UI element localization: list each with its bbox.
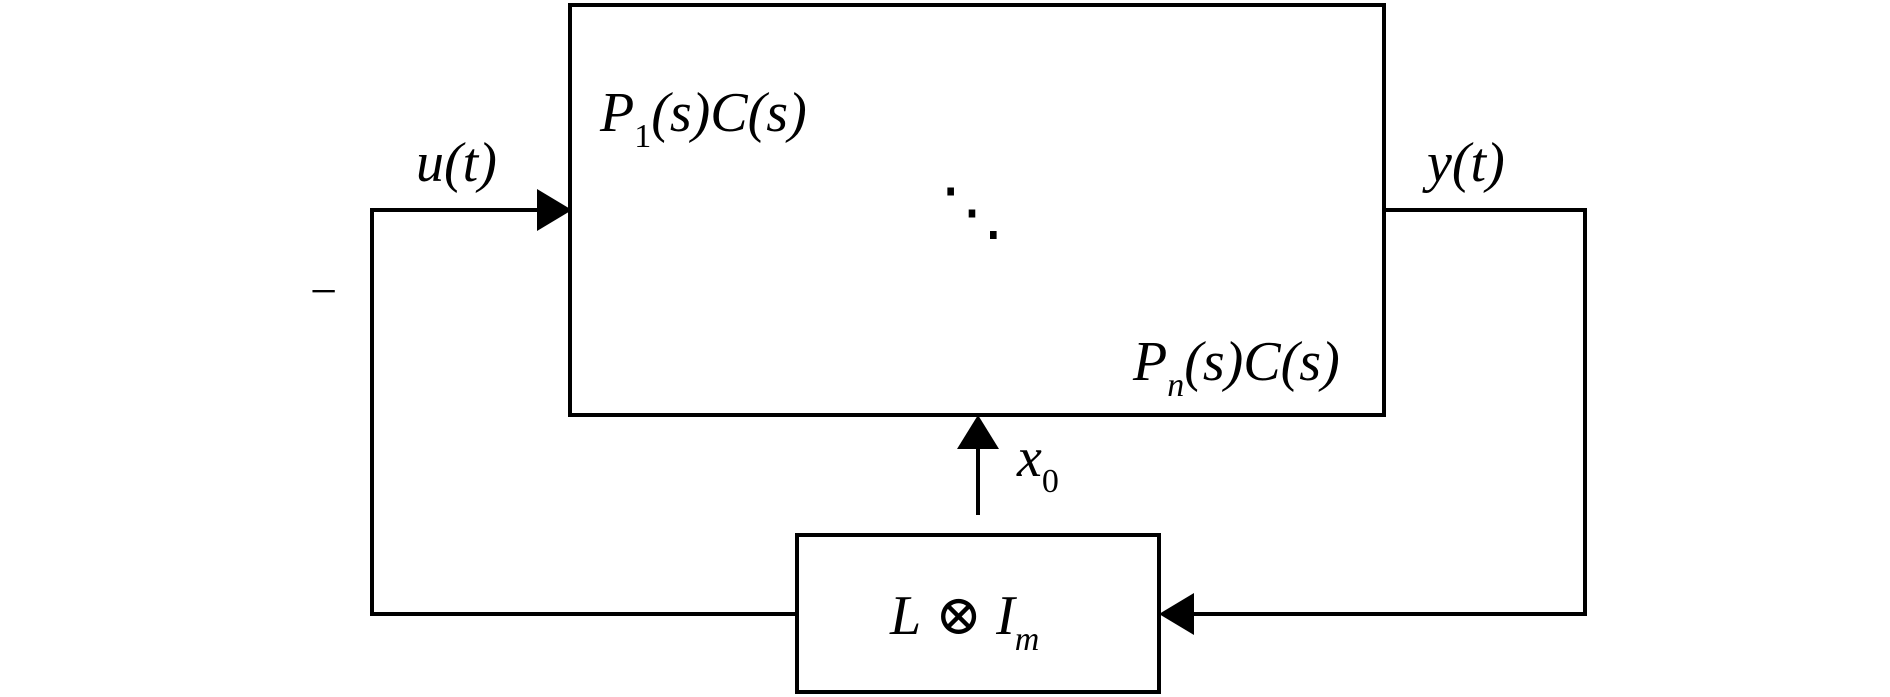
laplacian-label: L ⊗ Im xyxy=(890,585,1039,657)
p1-index: 1 xyxy=(634,118,652,155)
pn-letter: P xyxy=(1133,331,1168,393)
p1-letter: P xyxy=(600,82,635,144)
feedback-sign: − xyxy=(310,265,338,318)
p1-args: (s)C(s) xyxy=(651,82,807,144)
ellipsis-dots: ⋱ xyxy=(940,176,1004,247)
otimes-symbol: ⊗ xyxy=(935,585,983,647)
pn-index: n xyxy=(1167,367,1185,404)
input-signal-label: u(t) xyxy=(416,132,497,194)
output-signal-label: y(t) xyxy=(1427,132,1505,194)
initial-state-label: x0 xyxy=(1017,427,1059,499)
i-index: m xyxy=(1014,621,1040,658)
pn-args: (s)C(s) xyxy=(1184,331,1340,393)
plant-bottom-label: Pn(s)C(s) xyxy=(1133,331,1340,403)
l-letter: L xyxy=(890,585,922,647)
input-arrowhead xyxy=(537,189,572,231)
i-letter: I xyxy=(996,585,1015,647)
x0-letter: x xyxy=(1017,427,1042,489)
feedback-arrowhead xyxy=(1159,593,1194,635)
initial-state-arrowhead xyxy=(957,415,999,449)
x0-index: 0 xyxy=(1041,463,1059,500)
plant-top-label: P1(s)C(s) xyxy=(600,82,807,154)
